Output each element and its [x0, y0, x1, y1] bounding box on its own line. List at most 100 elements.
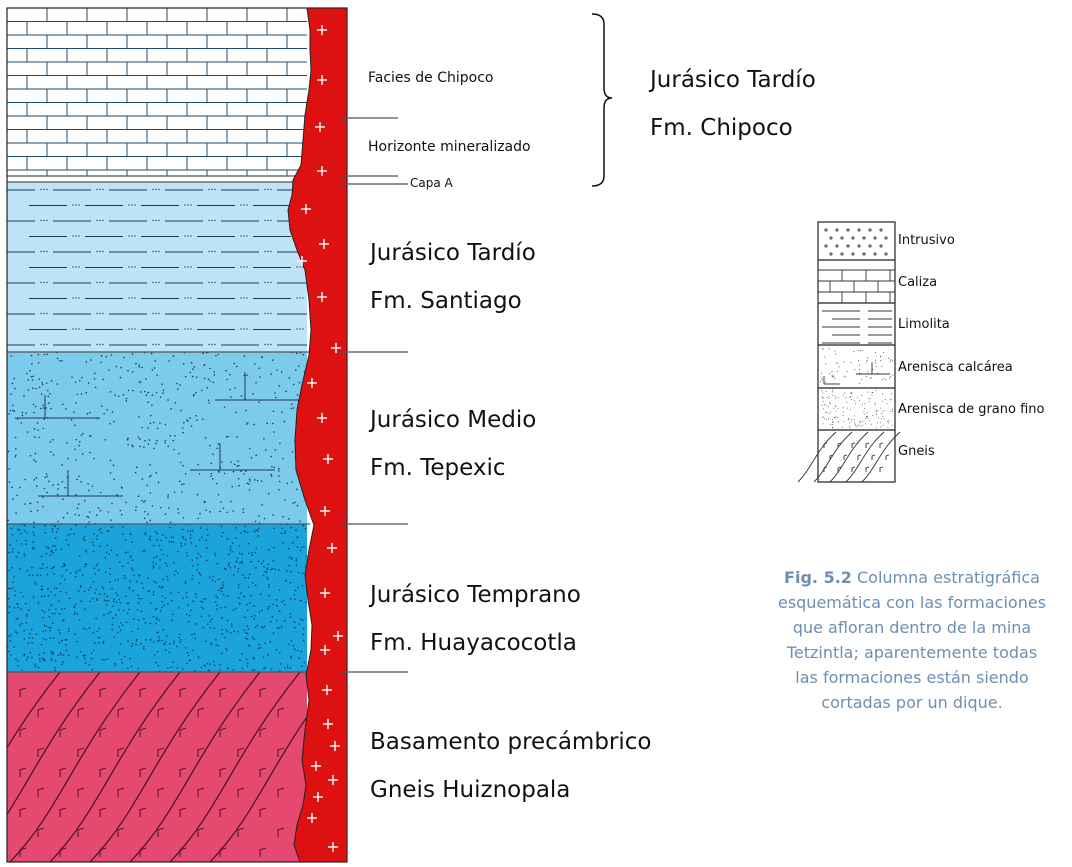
- sandstone-grain: [173, 491, 176, 493]
- fine-sand-grain: [302, 524, 305, 527]
- fine-sand-grain: [158, 619, 161, 621]
- siltstone-dot: [152, 219, 154, 222]
- fine-sand-grain: [80, 586, 82, 588]
- gneiss-tick: [37, 827, 45, 837]
- fine-sand-grain: [135, 643, 137, 646]
- fine-sand-grain: [45, 638, 47, 641]
- gneiss-foliation: [49, 672, 181, 862]
- siltstone-dot: [264, 250, 266, 253]
- fine-sand-grain: [147, 590, 150, 593]
- fine-sand-grain: [7, 587, 10, 590]
- sandstone-grain: [226, 378, 228, 381]
- legend-fine-grain: [870, 423, 872, 425]
- fine-sand-grain: [61, 575, 63, 577]
- siltstone-dot: [78, 235, 80, 237]
- fine-sand-grain: [249, 594, 252, 597]
- sandstone-grain: [174, 435, 176, 437]
- legend-label-siltstone: Limolita: [898, 317, 950, 332]
- fine-sand-grain: [125, 595, 127, 598]
- sandstone-grain: [100, 405, 103, 407]
- fine-sand-grain: [301, 546, 303, 549]
- fine-sand-grain: [243, 530, 245, 533]
- fine-sand-grain: [225, 649, 228, 652]
- siltstone-dot: [214, 188, 216, 191]
- fine-sand-grain: [41, 657, 44, 660]
- fine-sand-grain: [295, 560, 298, 562]
- fine-sand-grain: [39, 660, 41, 662]
- sandstone-grain: [119, 376, 122, 379]
- legend-separators: [818, 259, 895, 431]
- siltstone-dot: [214, 343, 216, 346]
- fine-sand-grain: [218, 589, 220, 592]
- fine-sand-grain: [117, 631, 119, 634]
- sandstone-grain: [217, 470, 220, 473]
- legend-calc-grain: [834, 350, 836, 352]
- sandstone-grain: [50, 407, 52, 410]
- sandstone-grain: [74, 513, 77, 516]
- fine-sand-grain: [156, 632, 158, 634]
- sandstone-grain: [135, 506, 137, 508]
- legend-fine-grain: [875, 410, 877, 412]
- sandstone-grain: [47, 395, 50, 398]
- gneiss-tick: [197, 787, 205, 797]
- fine-sand-grain: [52, 651, 54, 653]
- sandstone-grain: [278, 488, 280, 491]
- sandstone-grain: [255, 454, 258, 457]
- legend-fine-grain: [834, 417, 836, 419]
- gneiss-tick: [259, 807, 267, 817]
- fine-sand-grain: [253, 668, 256, 671]
- sandstone-grain: [117, 395, 120, 397]
- sandstone-grain: [149, 464, 151, 466]
- sandstone-grain: [235, 411, 237, 414]
- fine-sand-grain: [15, 540, 18, 542]
- sandstone-grain: [296, 394, 299, 396]
- legend-fine-grain: [825, 391, 827, 392]
- fine-sand-grain: [73, 613, 76, 616]
- sandstone-grain: [34, 452, 37, 455]
- fine-sand-grain: [73, 606, 76, 608]
- fine-sand-grain: [177, 607, 180, 609]
- fine-sand-grain: [246, 662, 249, 664]
- gneiss-tick: [219, 687, 227, 697]
- fine-sand-grain: [84, 563, 87, 565]
- fine-sand-grain: [94, 573, 96, 575]
- sandstone-grain: [26, 431, 29, 433]
- sandstone-grain: [248, 483, 250, 485]
- fine-sand-grain: [129, 532, 132, 535]
- fine-sand-grain: [115, 592, 117, 594]
- sandstone-grain: [37, 362, 40, 364]
- sandstone-grain: [138, 381, 141, 384]
- sandstone-grain: [217, 493, 220, 496]
- fine-sand-grain: [188, 659, 191, 662]
- fine-sand-grain: [41, 588, 44, 591]
- fine-sand-grain: [237, 586, 240, 589]
- fine-sand-grain: [109, 573, 111, 576]
- fine-sand-grain: [170, 599, 173, 602]
- fine-sand-grain: [78, 555, 81, 557]
- gneiss-tick: [77, 707, 85, 717]
- sandstone-grain: [107, 511, 110, 513]
- fine-sand-grain: [52, 652, 54, 655]
- fine-sand-grain: [206, 528, 208, 531]
- sandstone-grain: [177, 388, 179, 390]
- sandstone-grain: [263, 438, 265, 440]
- legend-gneiss-tick: [871, 454, 876, 460]
- fine-sand-grain: [180, 542, 182, 545]
- sandstone-grain: [271, 465, 273, 468]
- legend-calc-grain: [874, 359, 876, 361]
- legend-fine-grain: [842, 414, 844, 416]
- sandstone-grain: [203, 363, 206, 366]
- legend-calc-grain: [821, 379, 823, 381]
- fine-sand-grain: [53, 573, 55, 575]
- sandstone-grain: [43, 353, 46, 356]
- fine-sand-grain: [17, 606, 19, 609]
- sandstone-grain: [81, 453, 84, 455]
- legend-fine-grain: [874, 402, 876, 404]
- fine-sand-grain: [275, 599, 278, 601]
- siltstone-dot: [243, 204, 245, 206]
- fine-sand-grain: [97, 562, 99, 565]
- fine-sand-grain: [162, 578, 164, 580]
- fine-sand-grain: [289, 616, 292, 618]
- fine-sand-grain: [55, 531, 58, 533]
- fine-sand-grain: [103, 593, 106, 595]
